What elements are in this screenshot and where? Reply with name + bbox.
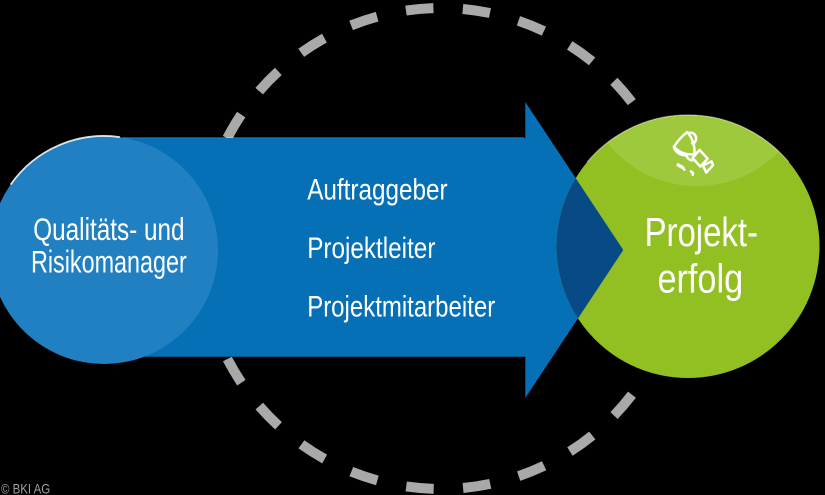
svg-text:erfolg: erfolg xyxy=(657,257,743,303)
svg-text:© BKI AG: © BKI AG xyxy=(1,482,50,495)
svg-text:Projektleiter: Projektleiter xyxy=(307,231,435,265)
svg-text:Auftraggeber: Auftraggeber xyxy=(307,172,447,206)
svg-text:Projekt-: Projekt- xyxy=(645,208,758,254)
svg-text:Risikomanager: Risikomanager xyxy=(31,244,187,279)
svg-text:Projektmitarbeiter: Projektmitarbeiter xyxy=(307,289,495,323)
svg-text:Qualitäts- und: Qualitäts- und xyxy=(33,212,184,247)
